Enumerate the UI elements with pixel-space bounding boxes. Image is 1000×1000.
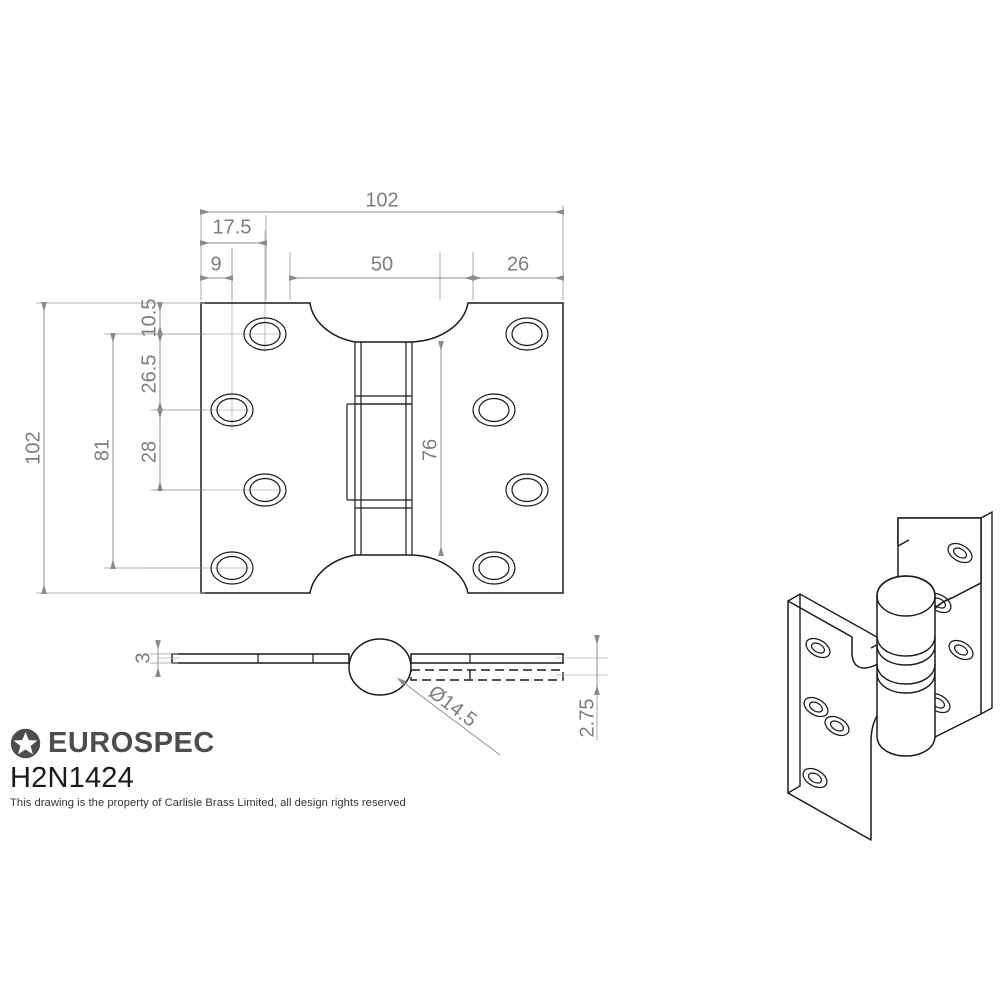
brand-name: EUROSPEC (48, 726, 215, 759)
dim-102-width-label: 102 (365, 189, 398, 211)
dim-81-label: 81 (91, 439, 113, 461)
screw-hole (505, 473, 549, 507)
front-elevation-view (150, 230, 564, 594)
dim-17p5-label: 17.5 (213, 216, 252, 238)
hinge-knuckle (346, 342, 413, 555)
screw-hole (210, 393, 254, 427)
knuckle-dimension-group: 76 (419, 341, 444, 556)
dim-50-label: 50 (371, 253, 393, 275)
dim-dia-14p5-label: Ø14.5 (424, 681, 481, 731)
rights-notice: This drawing is the property of Carlisle… (10, 797, 406, 809)
screw-hole (210, 551, 254, 585)
dim-2p75-offset-label: 2.75 (576, 699, 598, 738)
dim-9-label: 9 (210, 253, 221, 275)
dim-3-thickness-label: 3 (132, 652, 154, 663)
screw-hole (472, 551, 516, 585)
screw-hole (505, 317, 549, 351)
dim-10p5-label: 10.5 (138, 299, 160, 338)
top-dimension-group: 102 17.5 9 50 26 (200, 189, 564, 300)
brand-row: EUROSPEC (10, 726, 480, 760)
dim-26-label: 26 (507, 253, 529, 275)
title-block: EUROSPEC H2N1424 This drawing is the pro… (10, 726, 480, 809)
iso-hole-group-left (802, 637, 850, 789)
dim-102-height-label: 102 (22, 431, 44, 464)
screw-hole (472, 393, 516, 427)
screw-hole-group (210, 317, 549, 585)
screw-hole (243, 317, 287, 351)
star-in-circle-icon (10, 728, 41, 758)
dim-28-label: 28 (138, 441, 160, 463)
isometric-3d-view (787, 510, 993, 841)
iso-knuckle-barrel (876, 575, 936, 757)
knuckle-circle (348, 638, 412, 696)
dim-76-label: 76 (419, 439, 441, 461)
left-dimension-group: 102 81 10.5 26.5 28 (22, 299, 205, 594)
dim-26p5-label: 26.5 (138, 355, 160, 394)
screw-hole (243, 473, 287, 507)
hinge-body-outline (200, 302, 564, 594)
part-number: H2N1424 (10, 762, 134, 794)
